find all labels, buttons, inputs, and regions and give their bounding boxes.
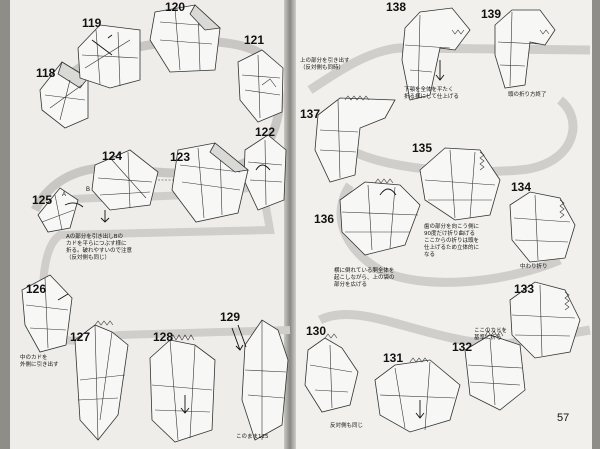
diagram-121 [237,49,284,123]
instruction-135: 歯の部分を向こう側に 90度だけ折り曲げる ここからの折りは頭を 仕上げるため立… [424,224,480,258]
diagram-123 [171,142,249,223]
diagram-119 [77,24,141,89]
diagram-127 [74,320,129,441]
instruction-125: Aの部分を引き出しBの カドを平らにつぶす様に 折る。破れやすいので注意 （反対… [66,234,133,261]
step-number-126: 126 [26,282,47,296]
step-number-131: 131 [383,351,404,365]
diagram-138 [401,7,471,101]
diagram-132 [464,330,526,411]
diagram-124 [91,149,175,223]
step-number-136: 136 [314,212,335,226]
book-gutter [284,0,296,449]
diagram-122 [243,134,287,211]
step-number-125: 125 [32,193,53,207]
point-label-b: B [86,187,91,193]
step-number-118: 118 [36,66,56,80]
step-number-130: 130 [306,324,327,338]
step-number-129: 129 [220,310,241,324]
diagram-137 [314,95,396,183]
diagram-131 [374,357,461,433]
page-number: 57 [557,412,570,424]
step-number-137: 137 [300,107,321,121]
step-number-139: 139 [481,7,502,21]
instruction-129: このまま125 [236,434,269,440]
step-number-132: 132 [452,340,473,354]
diagram-130 [304,333,359,413]
instruction-134: 中わり折り [520,264,548,270]
diagram-136 [339,178,421,256]
step-number-122: 122 [255,125,276,139]
diagram-133 [509,281,581,359]
step-number-120: 120 [165,0,186,14]
diagram-135 [419,147,501,221]
step-number-135: 135 [412,141,433,155]
diagram-125 [37,187,84,233]
diagram-120 [149,4,221,73]
instruction-138: 下顎を全体を平たく 折る様にして仕上げる [404,87,459,100]
step-number-133: 133 [514,282,535,296]
instruction-137: 上の部分を引き出す （反対側も同時） [300,58,350,71]
step-number-119: 119 [82,16,102,30]
step-number-127: 127 [70,330,91,344]
step-number-134: 134 [511,180,532,194]
instruction-139: 頭の折り方終了 [508,92,547,98]
point-label-a: A [62,192,67,198]
diagram-129 [231,319,289,441]
step-number-123: 123 [170,150,191,164]
diagram-139 [494,9,556,89]
step-number-124: 124 [102,149,123,163]
instruction-126: 中のカドを 外側に引き出す [20,355,59,368]
step-number-138: 138 [386,0,407,14]
step-number-121: 121 [244,33,265,47]
left-sequence-band-2 [39,180,291,345]
diagram-128 [149,334,216,443]
instruction-136: 横に倒れている胴全体を 起こしながら、上の袋の 部分を広げる [334,268,395,288]
step-number-128: 128 [153,330,174,344]
diagram-126 [21,274,73,353]
right-sequence-band [307,43,591,350]
diagram-134 [509,191,576,263]
instruction-132: ここのカドを 基準に折る [474,328,508,341]
diagram-118 [39,61,89,129]
instruction-130: 反対側も同じ [330,423,364,429]
